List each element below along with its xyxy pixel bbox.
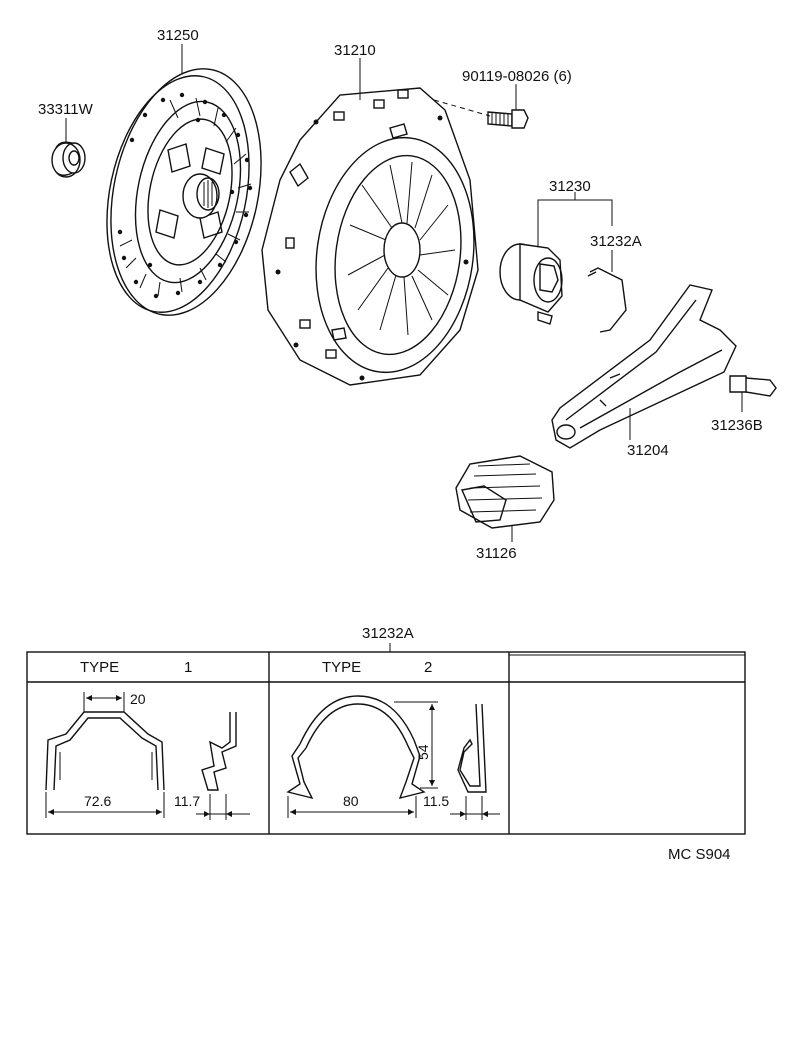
drawing-code: MC S904 bbox=[668, 846, 731, 863]
pilot-bearing-illustration bbox=[51, 141, 86, 178]
table-title: 31232A bbox=[362, 625, 414, 642]
label-31210: 31210 bbox=[334, 42, 376, 59]
type1-heading-word: TYPE bbox=[80, 659, 119, 676]
bolt-illustration bbox=[487, 109, 529, 129]
type1-dim-width: 72.6 bbox=[84, 793, 111, 809]
label-bolt: 90119-08026 (6) bbox=[462, 68, 572, 85]
release-clip-illustration bbox=[587, 267, 627, 333]
release-fork-illustration bbox=[551, 284, 737, 449]
label-31126: 31126 bbox=[476, 545, 517, 562]
leader-lines bbox=[65, 44, 743, 542]
type2-dim-side: 11.5 bbox=[423, 793, 449, 809]
type1-clip-drawing bbox=[45, 692, 250, 820]
release-bearing-illustration bbox=[499, 243, 563, 325]
type2-heading-number: 2 bbox=[424, 659, 432, 676]
type2-dim-height: 54 bbox=[415, 744, 431, 760]
type2-clip-drawing bbox=[286, 695, 500, 820]
type2-heading-word: TYPE bbox=[322, 659, 361, 676]
type2-dim-width: 80 bbox=[343, 793, 359, 809]
label-31232a: 31232A bbox=[590, 233, 642, 250]
clip-types-table bbox=[26, 651, 746, 835]
label-31250: 31250 bbox=[157, 27, 199, 44]
label-31230: 31230 bbox=[549, 178, 591, 195]
label-31236b: 31236B bbox=[711, 417, 763, 434]
clutch-disc-illustration bbox=[106, 68, 262, 316]
label-31204: 31204 bbox=[627, 442, 669, 459]
type1-dim-side: 11.7 bbox=[174, 793, 200, 809]
label-33311w: 33311W bbox=[38, 101, 94, 118]
type1-dim-top: 20 bbox=[130, 691, 146, 707]
fork-boot-illustration bbox=[455, 455, 555, 529]
type1-heading-number: 1 bbox=[184, 659, 192, 676]
bolt-leader-dash bbox=[433, 99, 491, 117]
pivot-stud-illustration bbox=[729, 375, 777, 397]
clutch-cover-illustration bbox=[261, 87, 479, 386]
